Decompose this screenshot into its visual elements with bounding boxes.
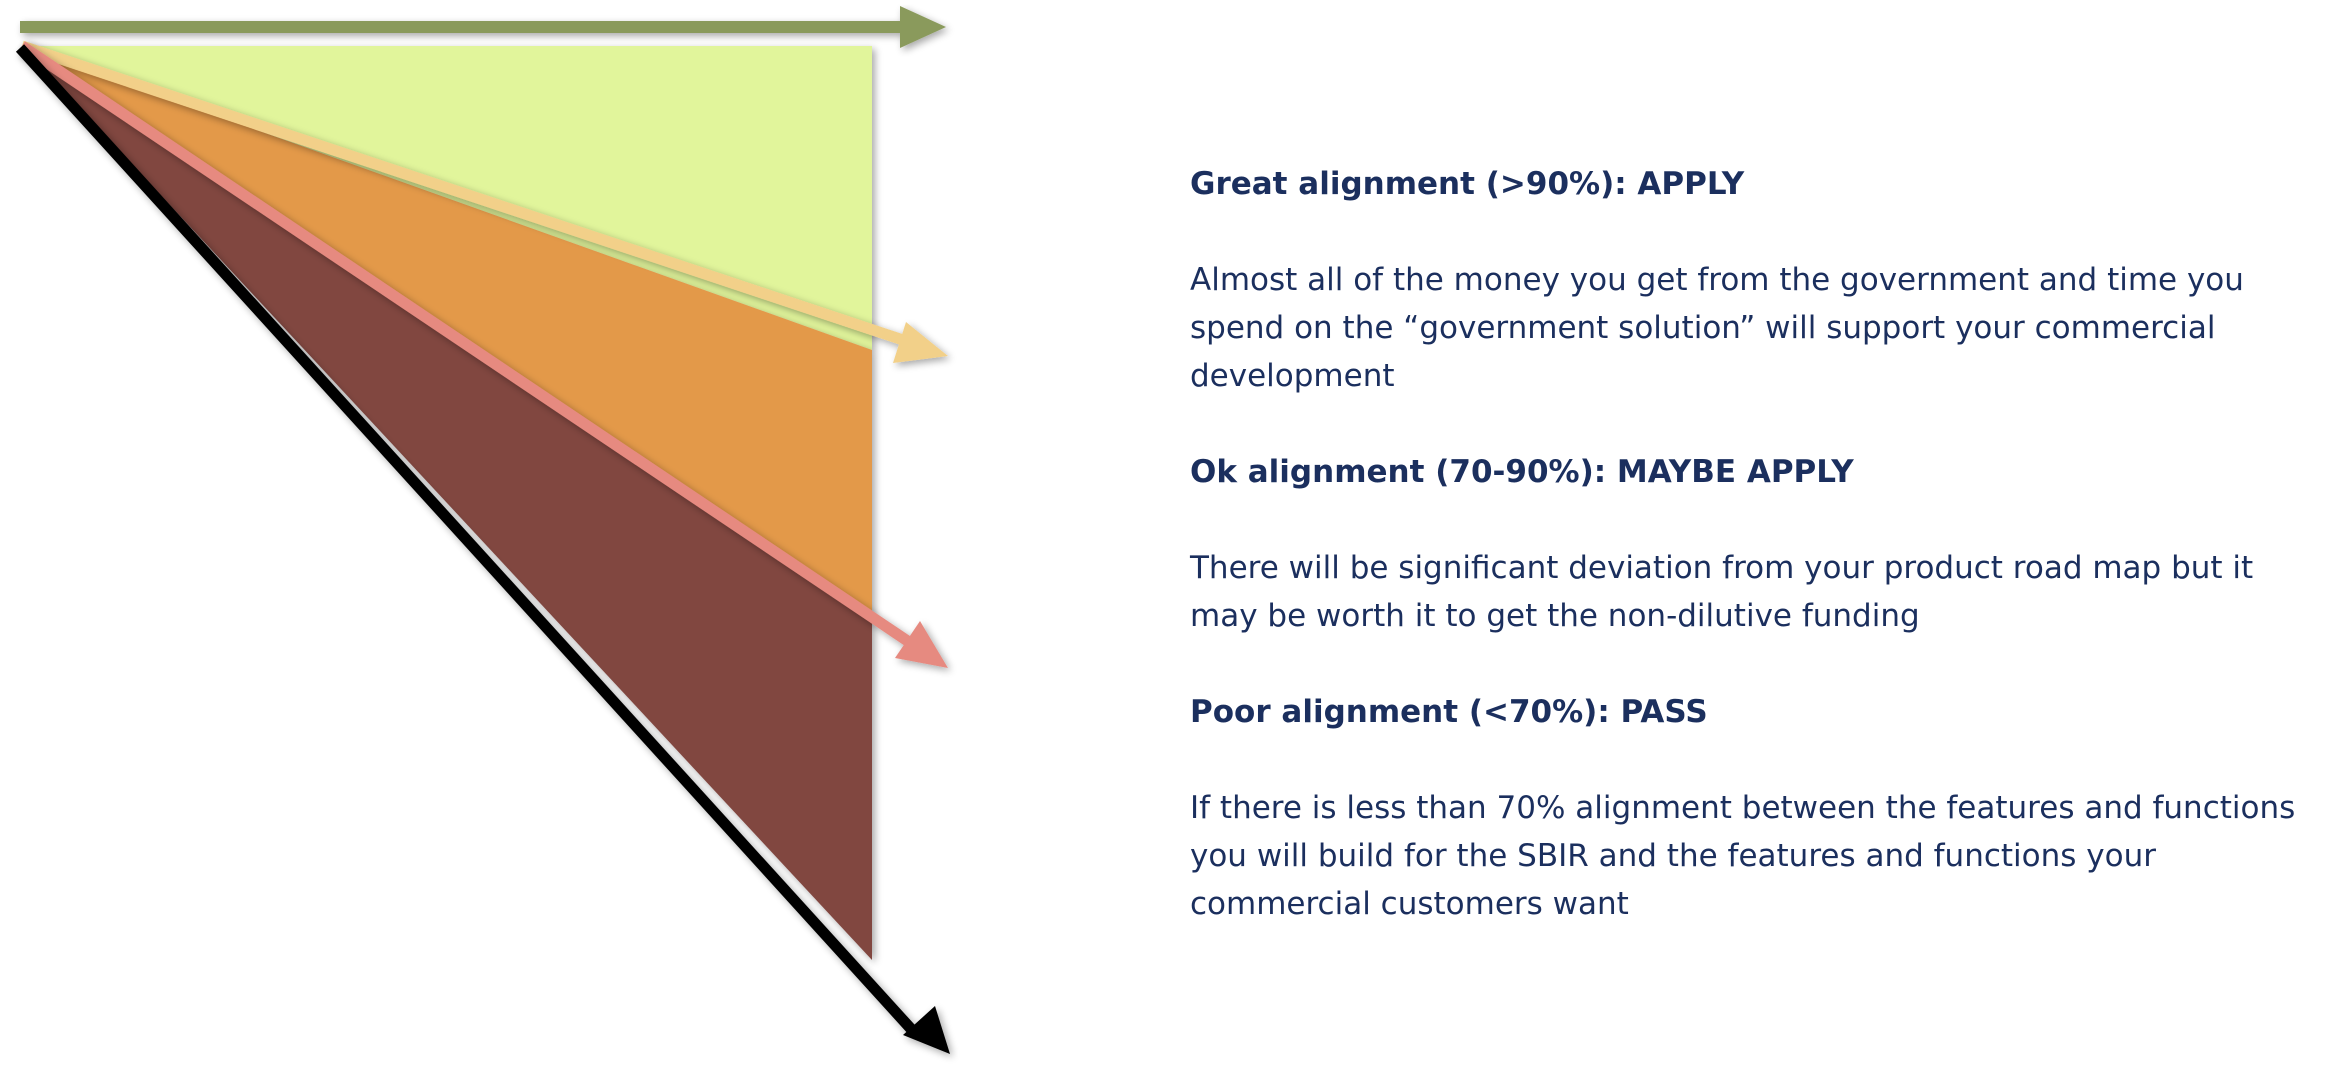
poor-alignment-description: If there is less than 70% alignment betw… — [1190, 790, 2296, 922]
poor-alignment-zone — [22, 46, 872, 960]
great-alignment-arrow — [20, 40, 948, 363]
alignment-legend: Great alignment (>90%): APPLY Almost all… — [1190, 160, 2320, 928]
great-alignment-description: Almost all of the money you get from the… — [1190, 262, 2244, 394]
poor-alignment-heading: Poor alignment (<70%): PASS — [1190, 694, 1708, 730]
great-alignment-heading: Great alignment (>90%): APPLY — [1190, 166, 1745, 202]
ok-alignment-heading: Ok alignment (70-90%): MAYBE APPLY — [1190, 454, 1854, 490]
alignment-diagram — [15, 6, 950, 1054]
ok-alignment-description: There will be significant deviation from… — [1190, 550, 2254, 634]
top-arrow — [20, 6, 946, 48]
bottom-arrow — [15, 44, 950, 1054]
ok-alignment-arrow — [18, 41, 948, 668]
